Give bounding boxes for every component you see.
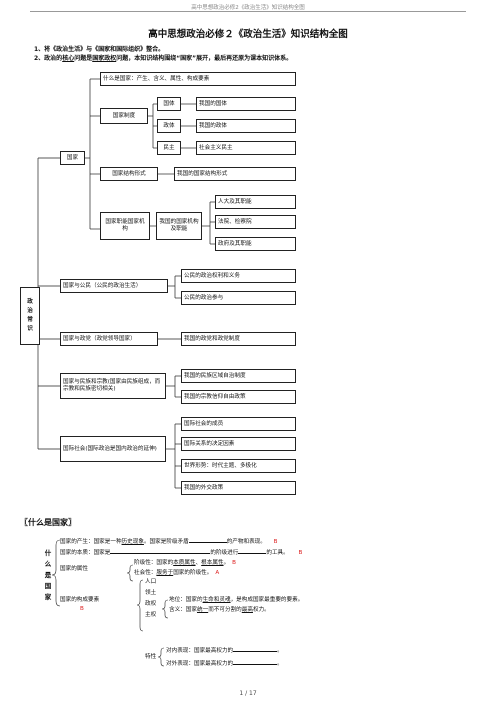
node-minzhu-result: 社会主义民主 — [196, 141, 296, 155]
node-npc: 人大及其职能 — [215, 195, 296, 209]
root-node: 政治常识 — [20, 287, 40, 345]
requirement-1: 1、将《政治生活》与《国家和国际组织》整合。 — [34, 46, 165, 53]
meaning-u: 统一 — [196, 607, 209, 613]
node-zhengti-result: 我国的政体 — [196, 119, 296, 133]
essence-a: 国家的本质：国家是 — [60, 550, 111, 556]
social-a: 社会性： — [134, 570, 157, 576]
origin-a: 国家的产生：国家是一种 — [60, 539, 122, 545]
req2-text-a: 2、政治的 — [34, 55, 63, 62]
node-citizen-participation: 公民的政治参与 — [181, 291, 296, 305]
blank-1 — [188, 537, 227, 543]
line-external: 对外表现：国家最高权力的。 — [166, 659, 283, 667]
class-a: 阶级性：国家的 — [134, 560, 174, 566]
node-structure-result: 我国的国家结构形式 — [174, 167, 296, 181]
meaning-u2: 最高 — [241, 607, 253, 613]
origin-b: 。国家是阶级矛盾 — [143, 539, 189, 545]
status-u: 生命和灵魂 — [202, 597, 231, 603]
page-title: 高中思想政治必修２《政治生活》知识结构全图 — [148, 29, 348, 40]
element-population: 人口 — [145, 579, 157, 585]
status-b: ，是构成国家最重要的要素。 — [230, 597, 304, 603]
class-u1: 本质属性 — [173, 560, 196, 566]
page-number: 1 / 17 — [239, 690, 257, 697]
origin-c: 的产物和表现。 — [226, 539, 266, 545]
label-characteristics: 特性 — [145, 654, 157, 660]
line-essence: 国家的本质：国家是 的阶级进行 的工具。 B — [60, 548, 302, 557]
mark-b2: B — [298, 550, 303, 556]
node-citizen: 国家与公民（公民的政治生活） — [60, 279, 168, 293]
social-u: 服务于 — [156, 570, 174, 576]
line-meaning: 含义：国家统一而不可分割的最高权力。 — [169, 607, 270, 614]
node-function-organ: 国家职能国家机构 — [100, 212, 150, 240]
node-state: 国家 — [60, 151, 85, 165]
node-government: 政府及其职能 — [215, 237, 296, 251]
node-world-situation: 世界形势：时代主题、多极化 — [181, 459, 296, 473]
node-foreign-policy: 我国的外交政策 — [181, 481, 296, 495]
line-attribute: 国家的属性 — [60, 566, 88, 572]
node-our-organs: 我国的国家机构及职能 — [156, 212, 202, 240]
external-text: 对外表现：国家最高权力的 — [166, 661, 234, 667]
element-sovereignty: 主权 — [145, 612, 157, 618]
meaning-c: 权力。 — [252, 607, 270, 613]
social-b: 国家的阶级性。 — [173, 570, 213, 576]
class-c: 。 — [223, 560, 230, 566]
element-regime: 政权 — [145, 601, 157, 607]
node-zhengti: 政体 — [157, 119, 181, 133]
line-elements: 国家的构成要素 — [60, 597, 100, 603]
line-status: 地位：国家的生命和灵魂，是构成国家最重要的要素。 — [169, 597, 303, 604]
class-b: 、 — [195, 560, 202, 566]
page-header: 高中思想政治必修2《政治生活》知识结构全图 — [191, 5, 305, 11]
req2-text-e: 问题，本知识结构围绕“国家”展开，最后再还原为课本知识体系。 — [116, 55, 293, 62]
node-minzhu: 民主 — [157, 141, 181, 155]
class-u2: 根本属性 — [201, 560, 224, 566]
mark-b1: B — [273, 539, 278, 545]
origin-u: 历史现象 — [121, 539, 144, 545]
node-religious-freedom: 我国的宗教信仰自由政策 — [181, 390, 296, 404]
mark-b3: B — [232, 560, 237, 566]
header-rule — [30, 11, 466, 12]
root-label: 政治常识 — [27, 299, 33, 332]
node-citizen-rights: 公民的政治权利和义务 — [181, 269, 296, 283]
node-state-system: 国家制度 — [100, 108, 148, 124]
mark-a1: A — [215, 570, 220, 576]
blank-2 — [110, 548, 211, 554]
node-guoti-result: 我国的国体 — [196, 97, 296, 111]
node-party: 国家与政党（政党领导国家） — [60, 332, 158, 346]
blank-4 — [233, 646, 278, 652]
essence-c: 的工具。 — [266, 550, 289, 556]
node-party-system: 我国的政党和政党制度 — [181, 332, 296, 346]
section-heading: 〖什么是国家〗 — [20, 518, 76, 527]
line-internal: 对内表现：国家最高权力的。 — [166, 646, 283, 654]
line-origin: 国家的产生：国家是一种历史现象。国家是阶级矛盾 的产物和表现。 B — [60, 537, 278, 546]
req2-core: 核心 — [62, 55, 75, 62]
node-regional-autonomy: 我国的民族区域自治制度 — [181, 369, 296, 383]
requirement-2: 2、政治的核心问题是国家政权问题，本知识结构围绕“国家”展开，最后再还原为课本知… — [34, 53, 292, 62]
section-side-label: 什么是国家 — [44, 549, 52, 601]
node-what-is-state: 什么是国家：产生、含义、属性、构成要素 — [100, 72, 296, 86]
essence-b: 的阶级进行 — [210, 550, 239, 556]
req2-regime: 国家政权 — [92, 55, 117, 62]
blank-3 — [238, 548, 267, 554]
node-international: 国际社会(国际政治是国内政治的延伸) — [60, 436, 166, 462]
node-nation-religion: 国家与民族和宗教(国家由民族组成，而宗教和民族密切相关) — [60, 373, 166, 399]
mark-b4: B — [80, 606, 84, 612]
meaning-a: 含义：国家 — [169, 607, 197, 613]
node-guoti: 国体 — [157, 97, 181, 111]
line-class-nature: 阶级性：国家的本质属性、根本属性。B — [134, 560, 236, 567]
req2-text-c: 问题是 — [74, 55, 93, 62]
status-a: 地位：国家的 — [169, 597, 203, 603]
node-structure-form: 国家结构形式 — [100, 167, 158, 181]
node-intl-members: 国际社会的成员 — [181, 417, 296, 431]
blank-5 — [233, 659, 278, 665]
internal-text: 对内表现：国家最高权力的 — [166, 648, 234, 654]
node-court: 法院、检察院 — [215, 215, 296, 229]
element-territory: 领土 — [145, 590, 157, 596]
line-social-nature: 社会性：服务于国家的阶级性。A — [134, 570, 219, 577]
node-intl-relations: 国际关系的决定因素 — [181, 437, 296, 451]
meaning-b: 而不可分割的 — [208, 607, 242, 613]
